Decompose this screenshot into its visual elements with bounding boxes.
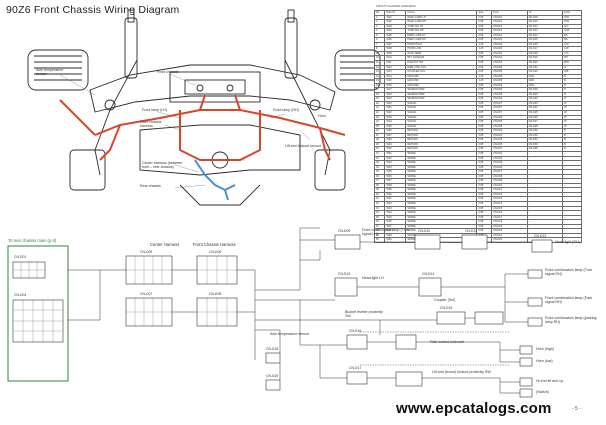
label-center-harness: Center harness (between front – rear cha… [142, 161, 183, 170]
page-number: - 5 - [572, 406, 581, 412]
label-front-chassis: Front chassis [157, 70, 179, 74]
connector-label-CN-D06: CN-D06 [209, 250, 222, 254]
label-bucket-leveler: Bucket leveler proximity SW [345, 310, 383, 319]
lower-frame [139, 124, 301, 176]
right-cylinder-rod [287, 9, 295, 23]
label-lift-arm-kickout: Lift arm (boom) kickout proximity SW [432, 370, 491, 374]
label-to-rear-chassis: To rear chassis main (p.8) [8, 238, 57, 243]
label-horn: Horn [318, 114, 326, 118]
label-front-chassis-harness: Front chassis harness [140, 120, 162, 129]
connector-label-CN-D05: CN-D05 [140, 250, 153, 254]
label-rear-chassis: Rear chassis [140, 184, 161, 188]
front-chassis-frame [89, 64, 336, 113]
left-boom-arm [94, 59, 138, 176]
right-lower-wheel [314, 149, 346, 191]
label-parking-rh-inner: Front combination lamp (parking lamp RH) [545, 316, 597, 325]
label-front-combo-rh: Front combination lamp (Turn signal RH) [545, 268, 593, 277]
watermark: www.epcatalogs.com [396, 400, 552, 417]
left-tire [27, 49, 89, 91]
left-lift-cylinder [124, 17, 138, 79]
label-coupler-sol: Coupler (Sol) [434, 298, 456, 302]
connector-CN-D09 [334, 234, 361, 250]
label-hd-limit: Hi-end lift arm up [536, 379, 564, 383]
label-head-light-lh: Head light LH [362, 276, 384, 280]
label-switch-upper: (Switch) [536, 390, 549, 394]
label-front-chassis-harness-s: Front Chassis Harness [193, 242, 236, 247]
label-head-light-rh: Head light (RH) [555, 240, 580, 244]
connector-label-CN-D16: CN-D16 [349, 329, 362, 333]
label-center-harness-s: Center Harness [150, 242, 180, 247]
connector-label-CN-D19: CN-D19 [266, 374, 279, 378]
axle-box [169, 71, 261, 103]
label-front-combo-lh: Front combination lamp (Turn signal LH) [362, 228, 410, 237]
connector-label-CN-D11: CN-D11 [465, 229, 477, 233]
front-chassis-harness-path [59, 94, 346, 161]
connector-label-CN-D01: CN-D01 [14, 255, 27, 259]
table-cell: - [562, 237, 582, 243]
label-horn-high: Horn (high) [536, 347, 554, 351]
connector-label-CN-D13: CN-D13 [338, 272, 351, 276]
label-axle-temp: Axle temperature sensor [36, 68, 64, 77]
center-harness-path [194, 159, 236, 201]
right-lift-cylinder [284, 17, 298, 79]
left-cylinder-rod [127, 9, 135, 23]
connector-label-CN-D07: CN-D07 [140, 292, 153, 296]
label-lift-arm-sensor: Lift arm kickout sensor [285, 144, 321, 148]
label-ride-control: Ride control solenoid [430, 340, 464, 344]
label-front-lamp-rh: Front lamp (RH) [273, 108, 299, 112]
label-horn-low: Horn (low) [536, 359, 553, 363]
label-park-signal-rh: Front combination lamp (Park signal RH) [545, 296, 593, 305]
label-front-lamp-lh: Front lamp (LH) [142, 108, 168, 112]
rear-chassis-box [7, 245, 69, 382]
label-axle-temp-s: Axle temperature sensor [270, 332, 310, 336]
page-title: 90Z6 Front Chassis Wiring Diagram [6, 4, 180, 16]
connector-label-CN-D14: CN-D14 [422, 272, 435, 276]
connector-label-CN-D09: CN-D09 [338, 229, 351, 233]
connector-label-CN-D10: CN-D10 [418, 229, 431, 233]
connector-label-CN-D08: CN-D08 [209, 292, 222, 296]
connector-label-CN-D15: CN-D15 [440, 306, 453, 310]
connector-label-CN-D17: CN-D17 [349, 366, 362, 370]
connector-label-CN-D18: CN-D18 [266, 347, 279, 351]
left-lower-wheel [69, 149, 106, 191]
parts-table-caption: FRONT CHASSIS HARNESS [376, 4, 416, 8]
connector-label-CN-D04: CN-D04 [14, 293, 27, 297]
connector-label-CN-D12: CN-D12 [534, 234, 547, 238]
